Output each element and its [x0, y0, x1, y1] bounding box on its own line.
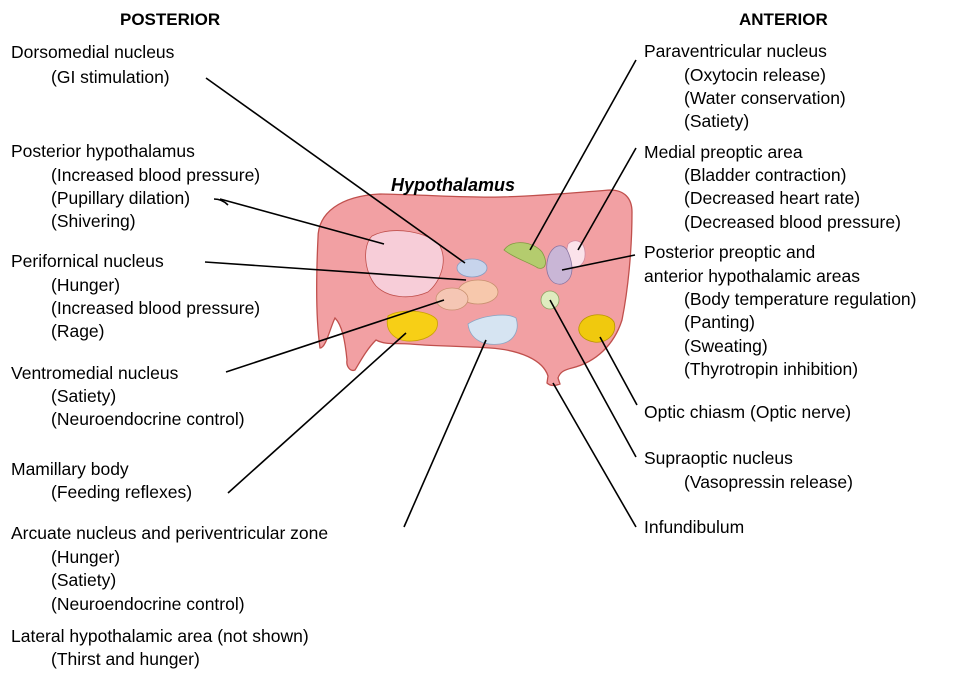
label-dorsomedial-nucleus: Dorsomedial nucleus [11, 42, 175, 62]
detail-arcuate-2: (Neuroendocrine control) [51, 594, 245, 614]
label-infundibulum: Infundibulum [644, 517, 744, 537]
label-mamillary-body: Mamillary body [11, 459, 129, 479]
detail-ventromedial-0: (Satiety) [51, 386, 116, 406]
label-optic-chiasm: Optic chiasm (Optic nerve) [644, 402, 851, 422]
dorsomedial-nucleus-region [457, 259, 487, 277]
label-paraventricular-nucleus: Paraventricular nucleus [644, 41, 827, 61]
detail-arcuate-0: (Hunger) [51, 547, 120, 567]
posterior-hypothalamus-region [366, 231, 444, 297]
hypothalamus-title: Hypothalamus [391, 175, 515, 195]
anterior-header: ANTERIOR [739, 10, 828, 29]
left-labels: Dorsomedial nucleus (GI stimulation) Pos… [11, 42, 328, 669]
leader-optic-chiasm [600, 337, 637, 405]
detail-ventromedial-1: (Neuroendocrine control) [51, 409, 245, 429]
detail-posterior-preoptic-0: (Body temperature regulation) [684, 289, 916, 309]
posterior-preoptic-region [547, 246, 572, 284]
label-supraoptic-nucleus: Supraoptic nucleus [644, 448, 793, 468]
detail-medial-preoptic-2: (Decreased blood pressure) [684, 212, 901, 232]
detail-perifornical-2: (Rage) [51, 321, 105, 341]
label-arcuate-nucleus: Arcuate nucleus and periventricular zone [11, 523, 328, 543]
detail-supraoptic-0: (Vasopressin release) [684, 472, 853, 492]
detail-lateral-0: (Thirst and hunger) [51, 649, 200, 669]
leader-infundibulum [553, 383, 636, 527]
label-posterior-preoptic: Posterior preoptic and [644, 242, 815, 262]
label-posterior-hypothalamus: Posterior hypothalamus [11, 141, 195, 161]
label-ventromedial-nucleus: Ventromedial nucleus [11, 363, 179, 383]
label-perifornical-nucleus: Perifornical nucleus [11, 251, 164, 271]
optic-chiasm-region [579, 315, 615, 343]
detail-arcuate-1: (Satiety) [51, 570, 116, 590]
detail-posterior-hypothalamus-2: (Shivering) [51, 211, 136, 231]
detail-dorsomedial-0: (GI stimulation) [51, 67, 170, 87]
detail-posterior-preoptic-3: (Thyrotropin inhibition) [684, 359, 858, 379]
detail-posterior-preoptic-1: (Panting) [684, 312, 755, 332]
leader-arcuate [404, 340, 486, 527]
detail-medial-preoptic-1: (Decreased heart rate) [684, 188, 860, 208]
detail-paraventricular-0: (Oxytocin release) [684, 65, 826, 85]
detail-paraventricular-1: (Water conservation) [684, 88, 846, 108]
posterior-header: POSTERIOR [120, 10, 220, 29]
leader-mamillary [228, 333, 406, 493]
label-posterior-preoptic-line2: anterior hypothalamic areas [644, 266, 860, 286]
ventromedial-nucleus-region [436, 288, 468, 310]
detail-perifornical-0: (Hunger) [51, 275, 120, 295]
label-medial-preoptic-area: Medial preoptic area [644, 142, 803, 162]
detail-medial-preoptic-0: (Bladder contraction) [684, 165, 846, 185]
detail-posterior-hypothalamus-1: (Pupillary dilation) [51, 188, 190, 208]
detail-posterior-hypothalamus-0: (Increased blood pressure) [51, 165, 260, 185]
right-labels: Paraventricular nucleus (Oxytocin releas… [644, 41, 916, 537]
detail-paraventricular-2: (Satiety) [684, 111, 749, 131]
detail-posterior-preoptic-2: (Sweating) [684, 336, 768, 356]
detail-mamillary-0: (Feeding reflexes) [51, 482, 192, 502]
detail-perifornical-1: (Increased blood pressure) [51, 298, 260, 318]
label-lateral-hypothalamic-area: Lateral hypothalamic area (not shown) [11, 626, 309, 646]
